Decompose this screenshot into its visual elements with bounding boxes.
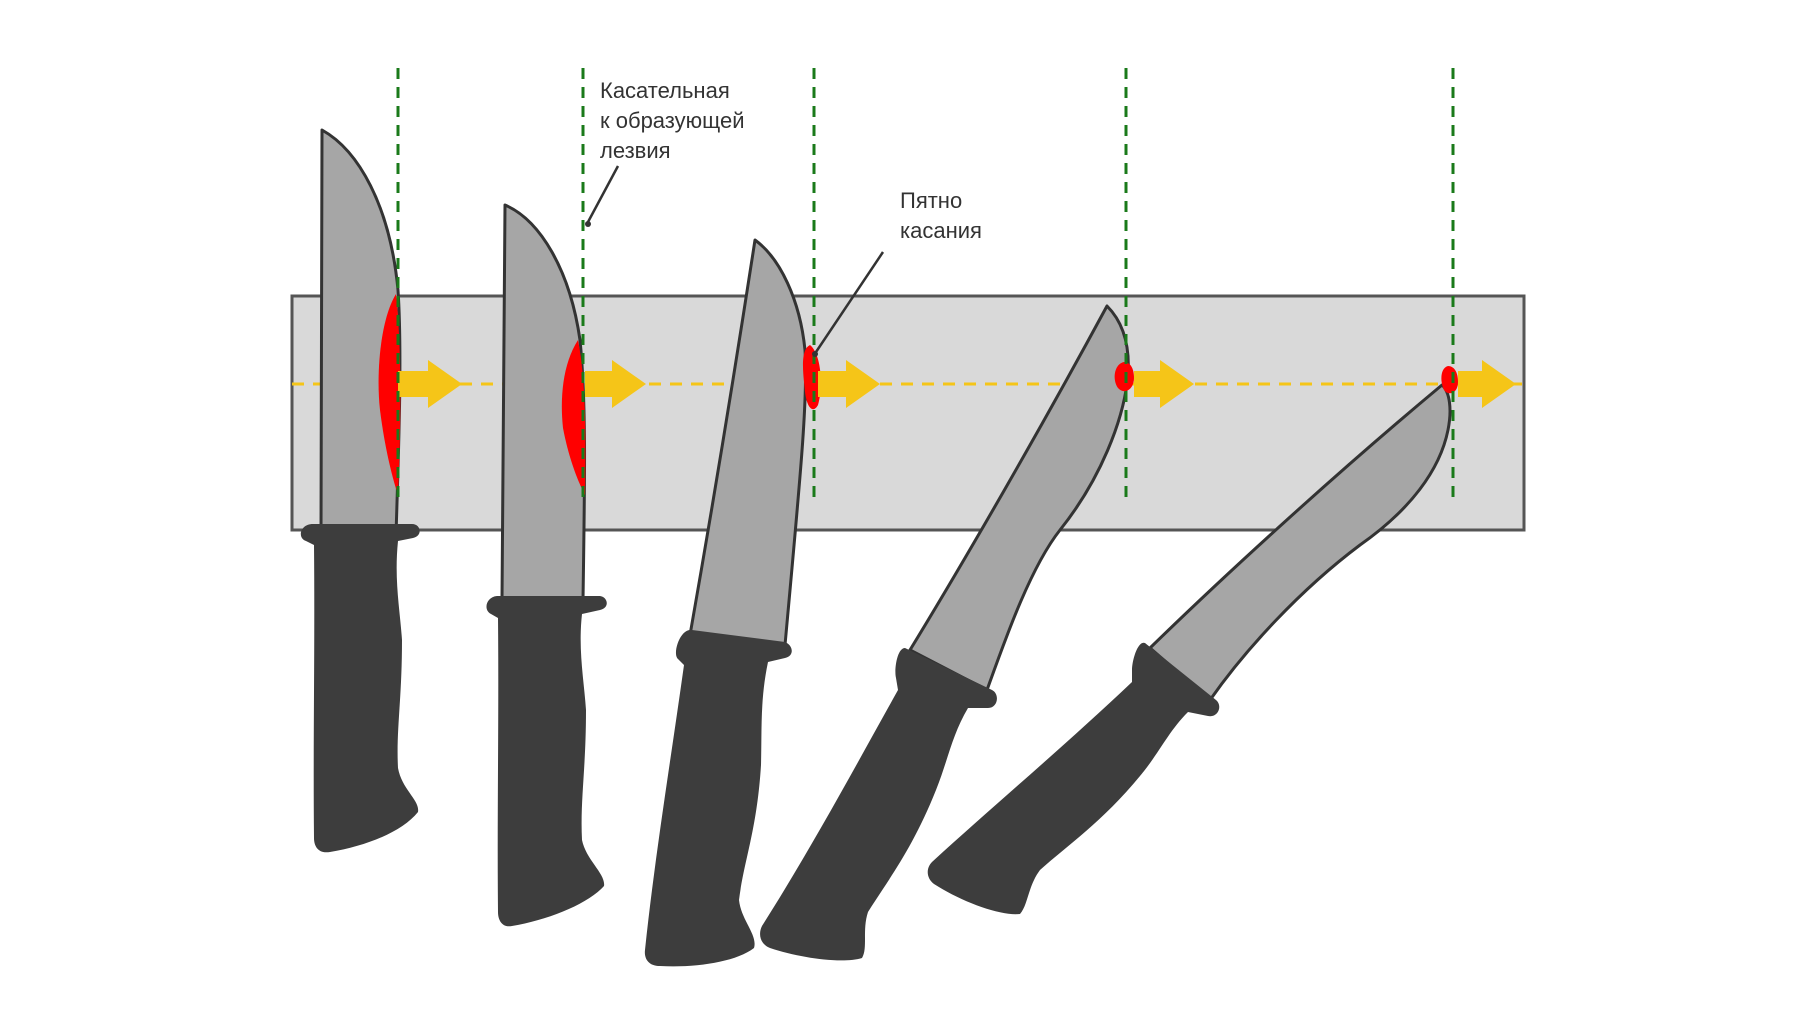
tangent-label-line-2: к образующей xyxy=(600,108,745,133)
motion-arrow-5 xyxy=(1458,360,1516,408)
tangent-label-line-1: Касательная xyxy=(600,78,730,103)
tangent-leader-line xyxy=(586,165,620,223)
contact-spot-label: Пятно касания xyxy=(900,188,982,243)
knife-1-contact-spot xyxy=(378,294,401,495)
knife-4-handle xyxy=(760,648,997,961)
knife-3-contact-spot xyxy=(802,345,821,410)
motion-arrow-4 xyxy=(1134,360,1194,408)
motion-arrow-1 xyxy=(398,360,462,408)
tangent-leader-dot xyxy=(585,221,591,227)
tangent-label: Касательная к образующей лезвия xyxy=(600,78,751,163)
knife-3-blade xyxy=(688,238,808,647)
contact-spot-label-line-2: касания xyxy=(900,218,982,243)
motion-arrow-3 xyxy=(818,360,880,408)
contact-spot-leader-line xyxy=(814,251,885,353)
tangent-lines xyxy=(396,68,1455,500)
tangent-label-line-3: лезвия xyxy=(600,138,671,163)
knife-3-tilted xyxy=(644,238,821,967)
contact-spot-leader-dot xyxy=(812,351,818,357)
knife-1-vertical xyxy=(300,128,420,853)
knife-1-handle xyxy=(300,524,420,853)
knife-2-contact-spot xyxy=(561,340,586,495)
knife-3-handle xyxy=(644,629,792,967)
knife-4-more-tilted xyxy=(760,304,1134,961)
knife-2-handle xyxy=(486,596,607,927)
contact-spot-label-line-1: Пятно xyxy=(900,188,962,213)
knife-4-contact-spot xyxy=(1114,362,1134,392)
motion-arrows xyxy=(398,360,1516,408)
knife-5-blade xyxy=(1148,383,1452,702)
motion-arrow-2 xyxy=(585,360,646,408)
knife-5-handle xyxy=(927,642,1220,915)
